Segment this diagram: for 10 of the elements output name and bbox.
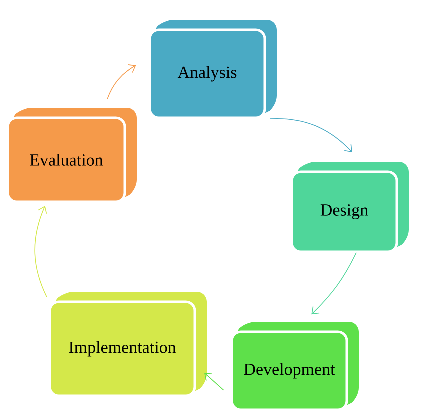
arrow [107, 64, 136, 100]
process-box: Analysis [148, 20, 277, 120]
arrow [34, 206, 48, 298]
process-box: Development [230, 322, 359, 412]
arrow [204, 373, 224, 391]
process-box: Design [290, 162, 409, 254]
process-box: Evaluation [6, 108, 137, 204]
arrow [312, 252, 357, 315]
arrow [270, 118, 352, 153]
process-box: Implementation [48, 292, 207, 398]
